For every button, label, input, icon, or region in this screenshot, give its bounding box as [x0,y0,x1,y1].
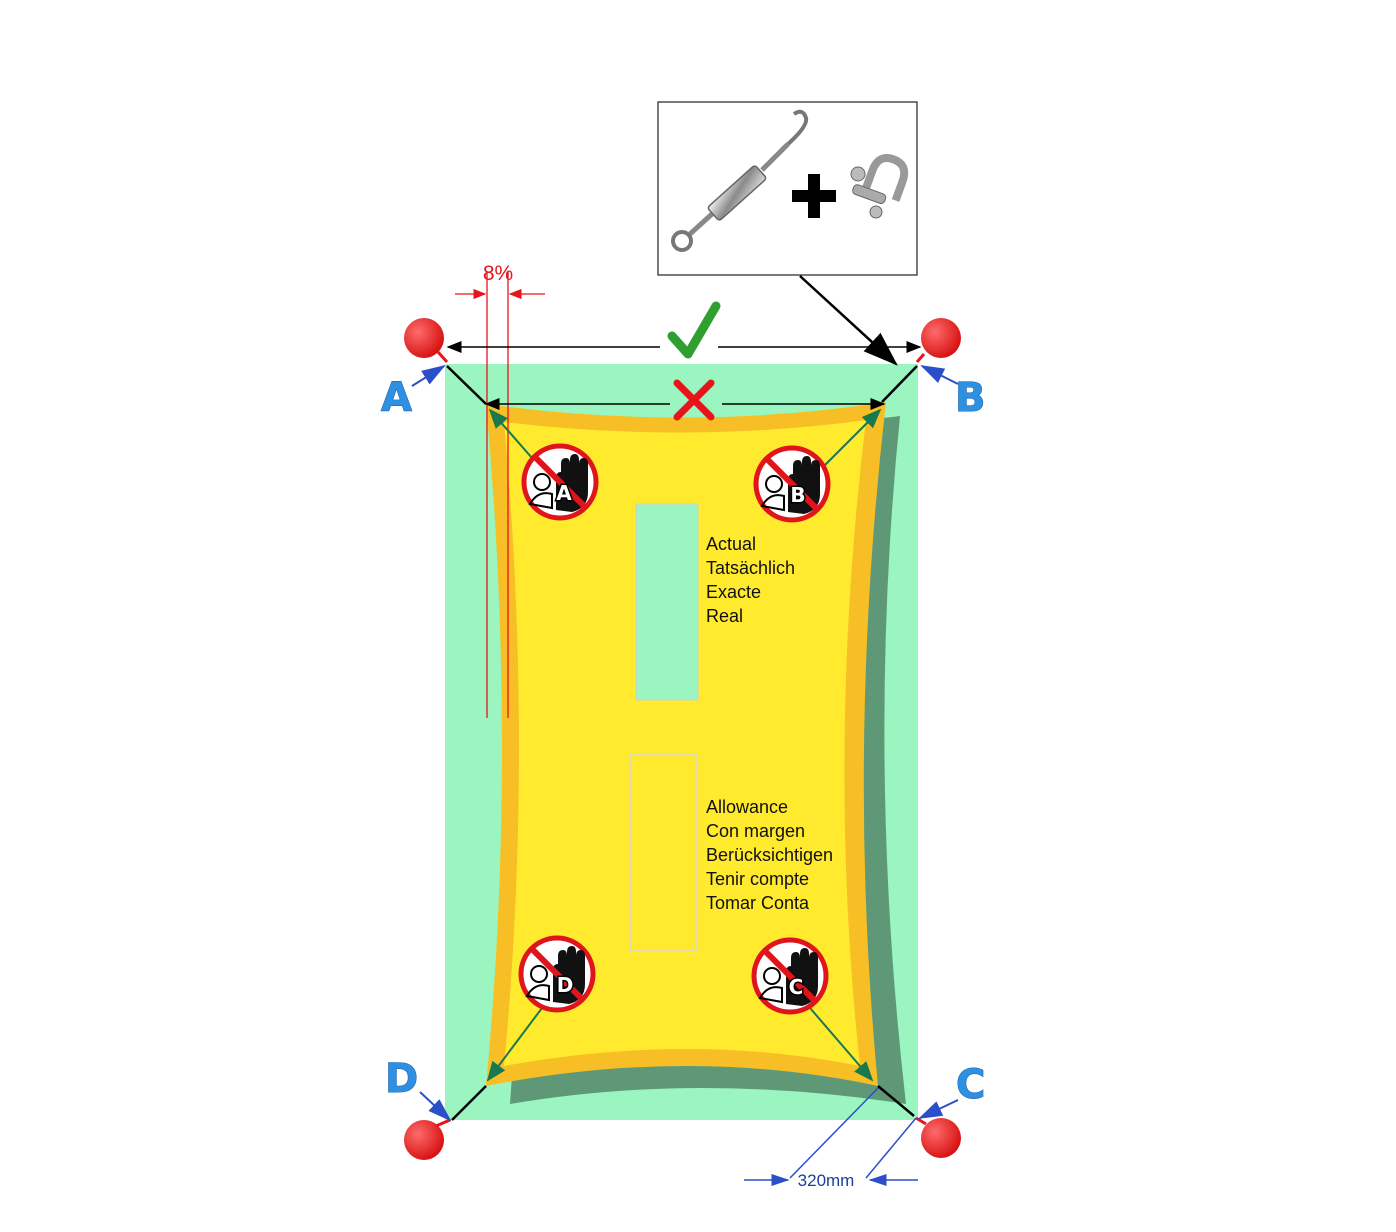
allowance-swatch [629,754,697,951]
shade-sail [504,420,866,1066]
checkmark-icon [667,301,721,359]
allowance-label: Con margen [706,821,805,841]
corner-label-b: B [955,375,986,421]
actual-labels: Actual Tatsächlich Exacte Real [706,534,795,626]
corner-letters: A B C D [381,364,986,1122]
post-b [921,318,961,358]
incorrect-dimension [484,379,886,421]
warning-sign-b: B [756,448,828,520]
turnbuckle-icon [671,109,809,252]
warning-sign-d: D [521,938,593,1010]
actual-label: Tatsächlich [706,558,795,578]
hardware-callout [657,101,918,366]
correct-dimension [446,301,922,359]
sign-letter: A [556,481,572,505]
actual-label: Real [706,606,743,626]
actual-label: Actual [706,534,756,554]
corner-label-a: A [381,375,412,421]
distance-label: 320mm [798,1171,855,1190]
post-a [404,318,444,358]
post-c [921,1118,961,1158]
post-d [404,1120,444,1160]
sign-letter: C [789,975,804,999]
percent-label: 8% [483,262,513,285]
allowance-label: Allowance [706,797,788,817]
corner-label-c: C [956,1062,985,1108]
allowance-label: Berücksichtigen [706,845,833,865]
offset-measurement: 320mm [744,1087,918,1190]
allowance-labels: Allowance Con margen Berücksichtigen Ten… [706,797,833,913]
corner-label-d: D [385,1056,418,1102]
corner-cables [446,365,918,1121]
sign-letter: B [790,483,805,507]
plus-icon [792,174,836,218]
actual-size-swatch [635,503,699,701]
cross-icon [673,379,715,421]
allowance-label: Tomar Conta [706,893,810,913]
warning-sign-c: C [754,940,826,1012]
sign-letter: D [557,973,574,997]
allowance-label: Tenir compte [706,869,809,889]
warning-sign-a: A [524,446,596,518]
shackle-icon [850,154,909,219]
actual-label: Exacte [706,582,761,602]
